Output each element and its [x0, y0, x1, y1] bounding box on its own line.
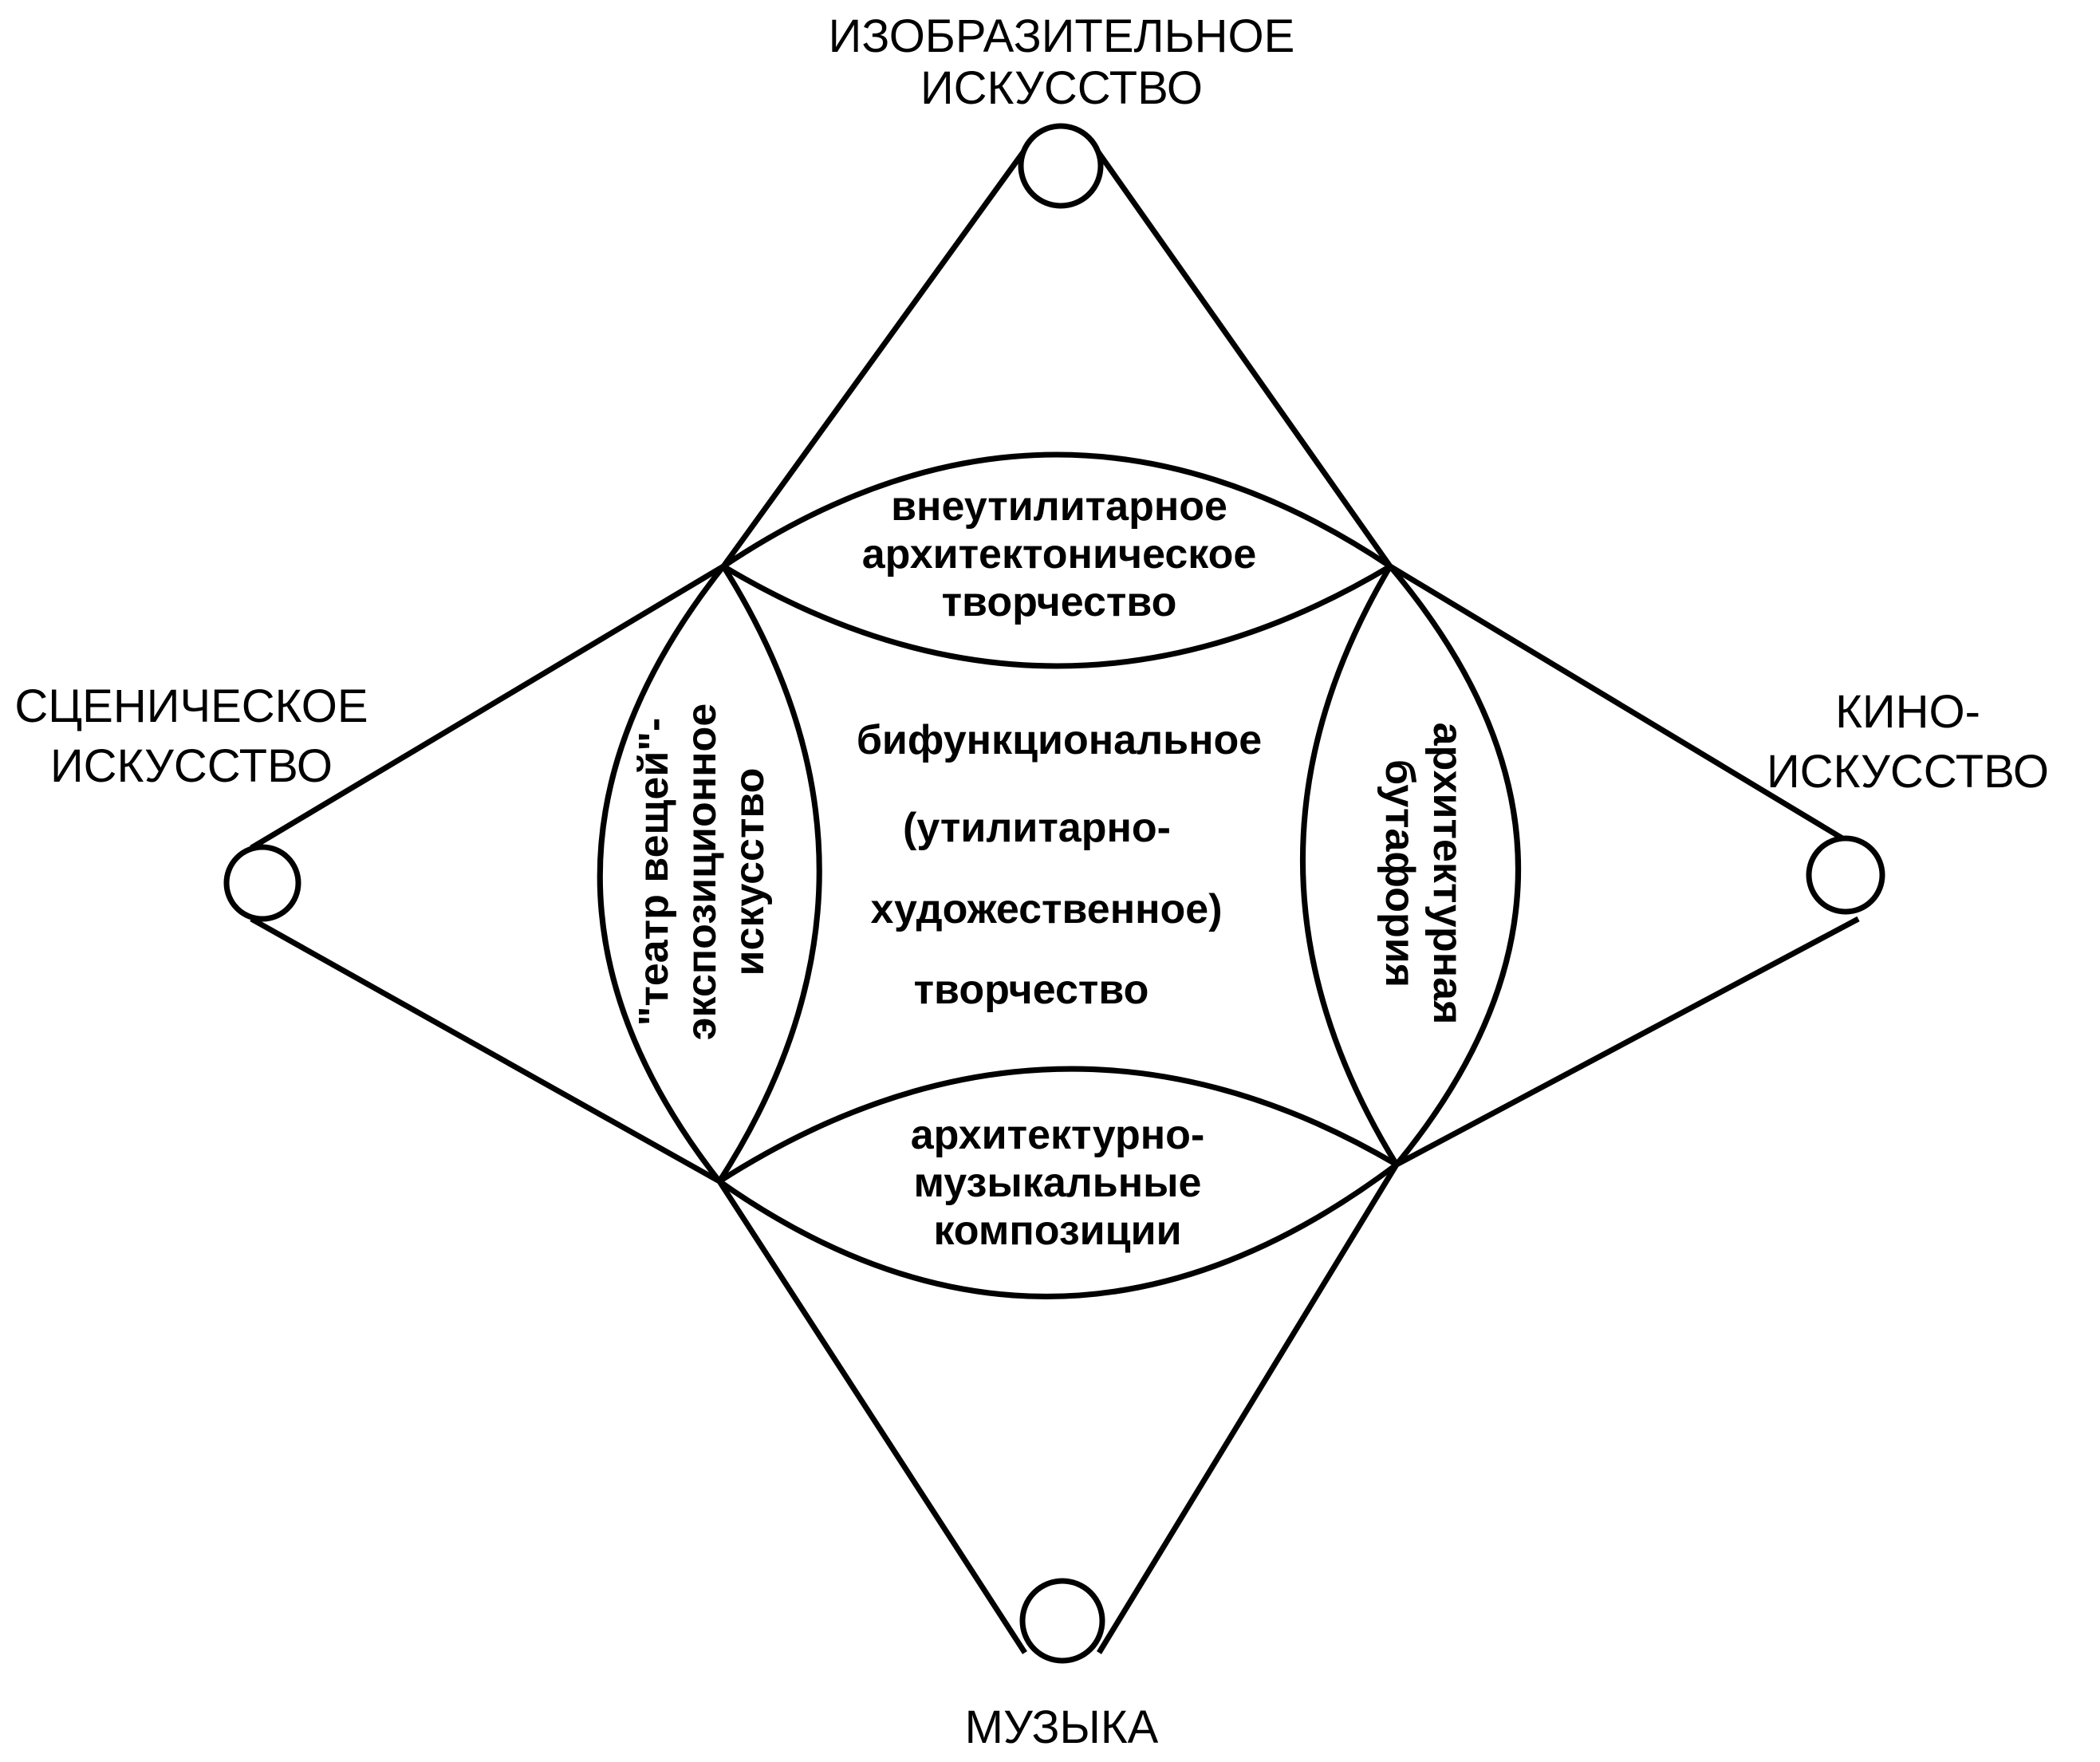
label-cinema: КИНО- ИСКУССТВО [1767, 686, 2049, 798]
label-fine-art-line-1: ИЗОБРАЗИТЕЛЬНОЕ [829, 10, 1295, 62]
right-lens-outer-arc [1388, 564, 1521, 1167]
top-lens-lower-arc [722, 563, 1392, 669]
line-tr-top [1093, 145, 1393, 569]
label-center: бифункциональное (утилитарно- художестве… [857, 717, 1262, 1013]
label-right-lens: архитектурная бутафория [1377, 723, 1471, 1025]
label-left-lens-line-1: "театр вещей"- [631, 718, 677, 1027]
node-left [223, 844, 301, 922]
central-lenses [597, 451, 1521, 1299]
label-left-lens-line-2: экспозиционное [679, 704, 725, 1040]
label-cinema-line-2: ИСКУССТВО [1767, 746, 2049, 798]
label-top-lens-line-2: архитектоническое [862, 531, 1257, 577]
left-lens-outer-arc [597, 564, 726, 1184]
label-stage-art: СЦЕНИЧЕСКОЕ ИСКУССТВО [14, 680, 368, 792]
label-left-lens: "театр вещей"- экспозиционное искусство [631, 704, 773, 1040]
connector-lines [250, 145, 1860, 1654]
label-top-lens-line-3: творчество [942, 579, 1177, 625]
node-bottom [1019, 1578, 1105, 1664]
line-tl-top [721, 145, 1029, 569]
label-fine-art-line-2: ИСКУССТВО [920, 62, 1203, 114]
label-center-line-1: бифункциональное [857, 717, 1262, 763]
label-right-lens-line-1: архитектурная [1424, 723, 1471, 1025]
right-lens-inner-arc [1299, 565, 1399, 1166]
line-tl-left [250, 563, 725, 851]
bottom-lens-lower-arc [717, 1162, 1399, 1299]
label-center-line-3: художественное) [870, 886, 1222, 932]
label-bottom-lens: архитектурно- музыкальные композиции [911, 1112, 1205, 1254]
label-left-lens-line-3: искусство [727, 768, 773, 976]
label-bottom-lens-line-2: музыкальные [914, 1160, 1202, 1206]
bottom-lens-upper-arc [718, 1066, 1398, 1184]
label-music: МУЗЫКА [965, 1701, 1159, 1753]
line-br-right [1395, 916, 1860, 1168]
label-center-line-2: (утилитарно- [903, 805, 1171, 851]
line-bl-bottom [717, 1180, 1027, 1654]
node-top [1018, 123, 1104, 209]
label-center-line-4: творчество [914, 967, 1149, 1013]
label-bottom-lens-line-1: архитектурно- [911, 1112, 1205, 1158]
label-top-lens-line-1: внеутилитарное [891, 483, 1227, 530]
label-top-lens: внеутилитарное архитектоническое творчес… [862, 483, 1257, 625]
line-bl-left [250, 916, 721, 1185]
line-tr-right [1389, 564, 1860, 850]
label-bottom-lens-line-3: композиции [933, 1208, 1181, 1254]
node-right [1806, 835, 1885, 915]
top-lens-upper-arc [722, 451, 1392, 569]
label-cinema-line-1: КИНО- [1835, 686, 1980, 738]
line-br-bottom [1097, 1163, 1399, 1654]
label-stage-art-line-1: СЦЕНИЧЕСКОЕ [14, 680, 368, 732]
label-right-lens-line-2: бутафория [1377, 759, 1423, 987]
label-stage-art-line-2: ИСКУССТВО [50, 740, 333, 792]
label-fine-art: ИЗОБРАЗИТЕЛЬНОЕ ИСКУССТВО [829, 10, 1295, 114]
left-lens-inner-arc [717, 565, 822, 1183]
